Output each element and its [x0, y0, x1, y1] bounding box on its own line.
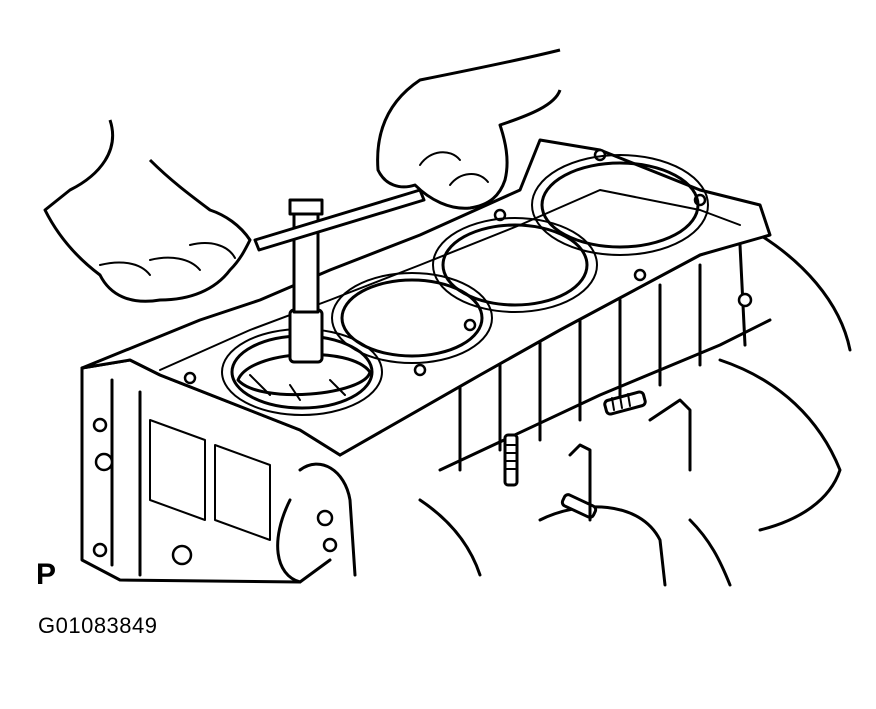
ridge-reamer-tool [236, 198, 372, 401]
view-marker-label: P [36, 558, 57, 591]
left-hand [43, 119, 252, 303]
t-handle [253, 188, 426, 252]
studs [503, 390, 692, 522]
figure-id-label: G01083849 [38, 613, 158, 638]
cylinder-bores [221, 154, 709, 416]
right-hand [376, 48, 562, 210]
